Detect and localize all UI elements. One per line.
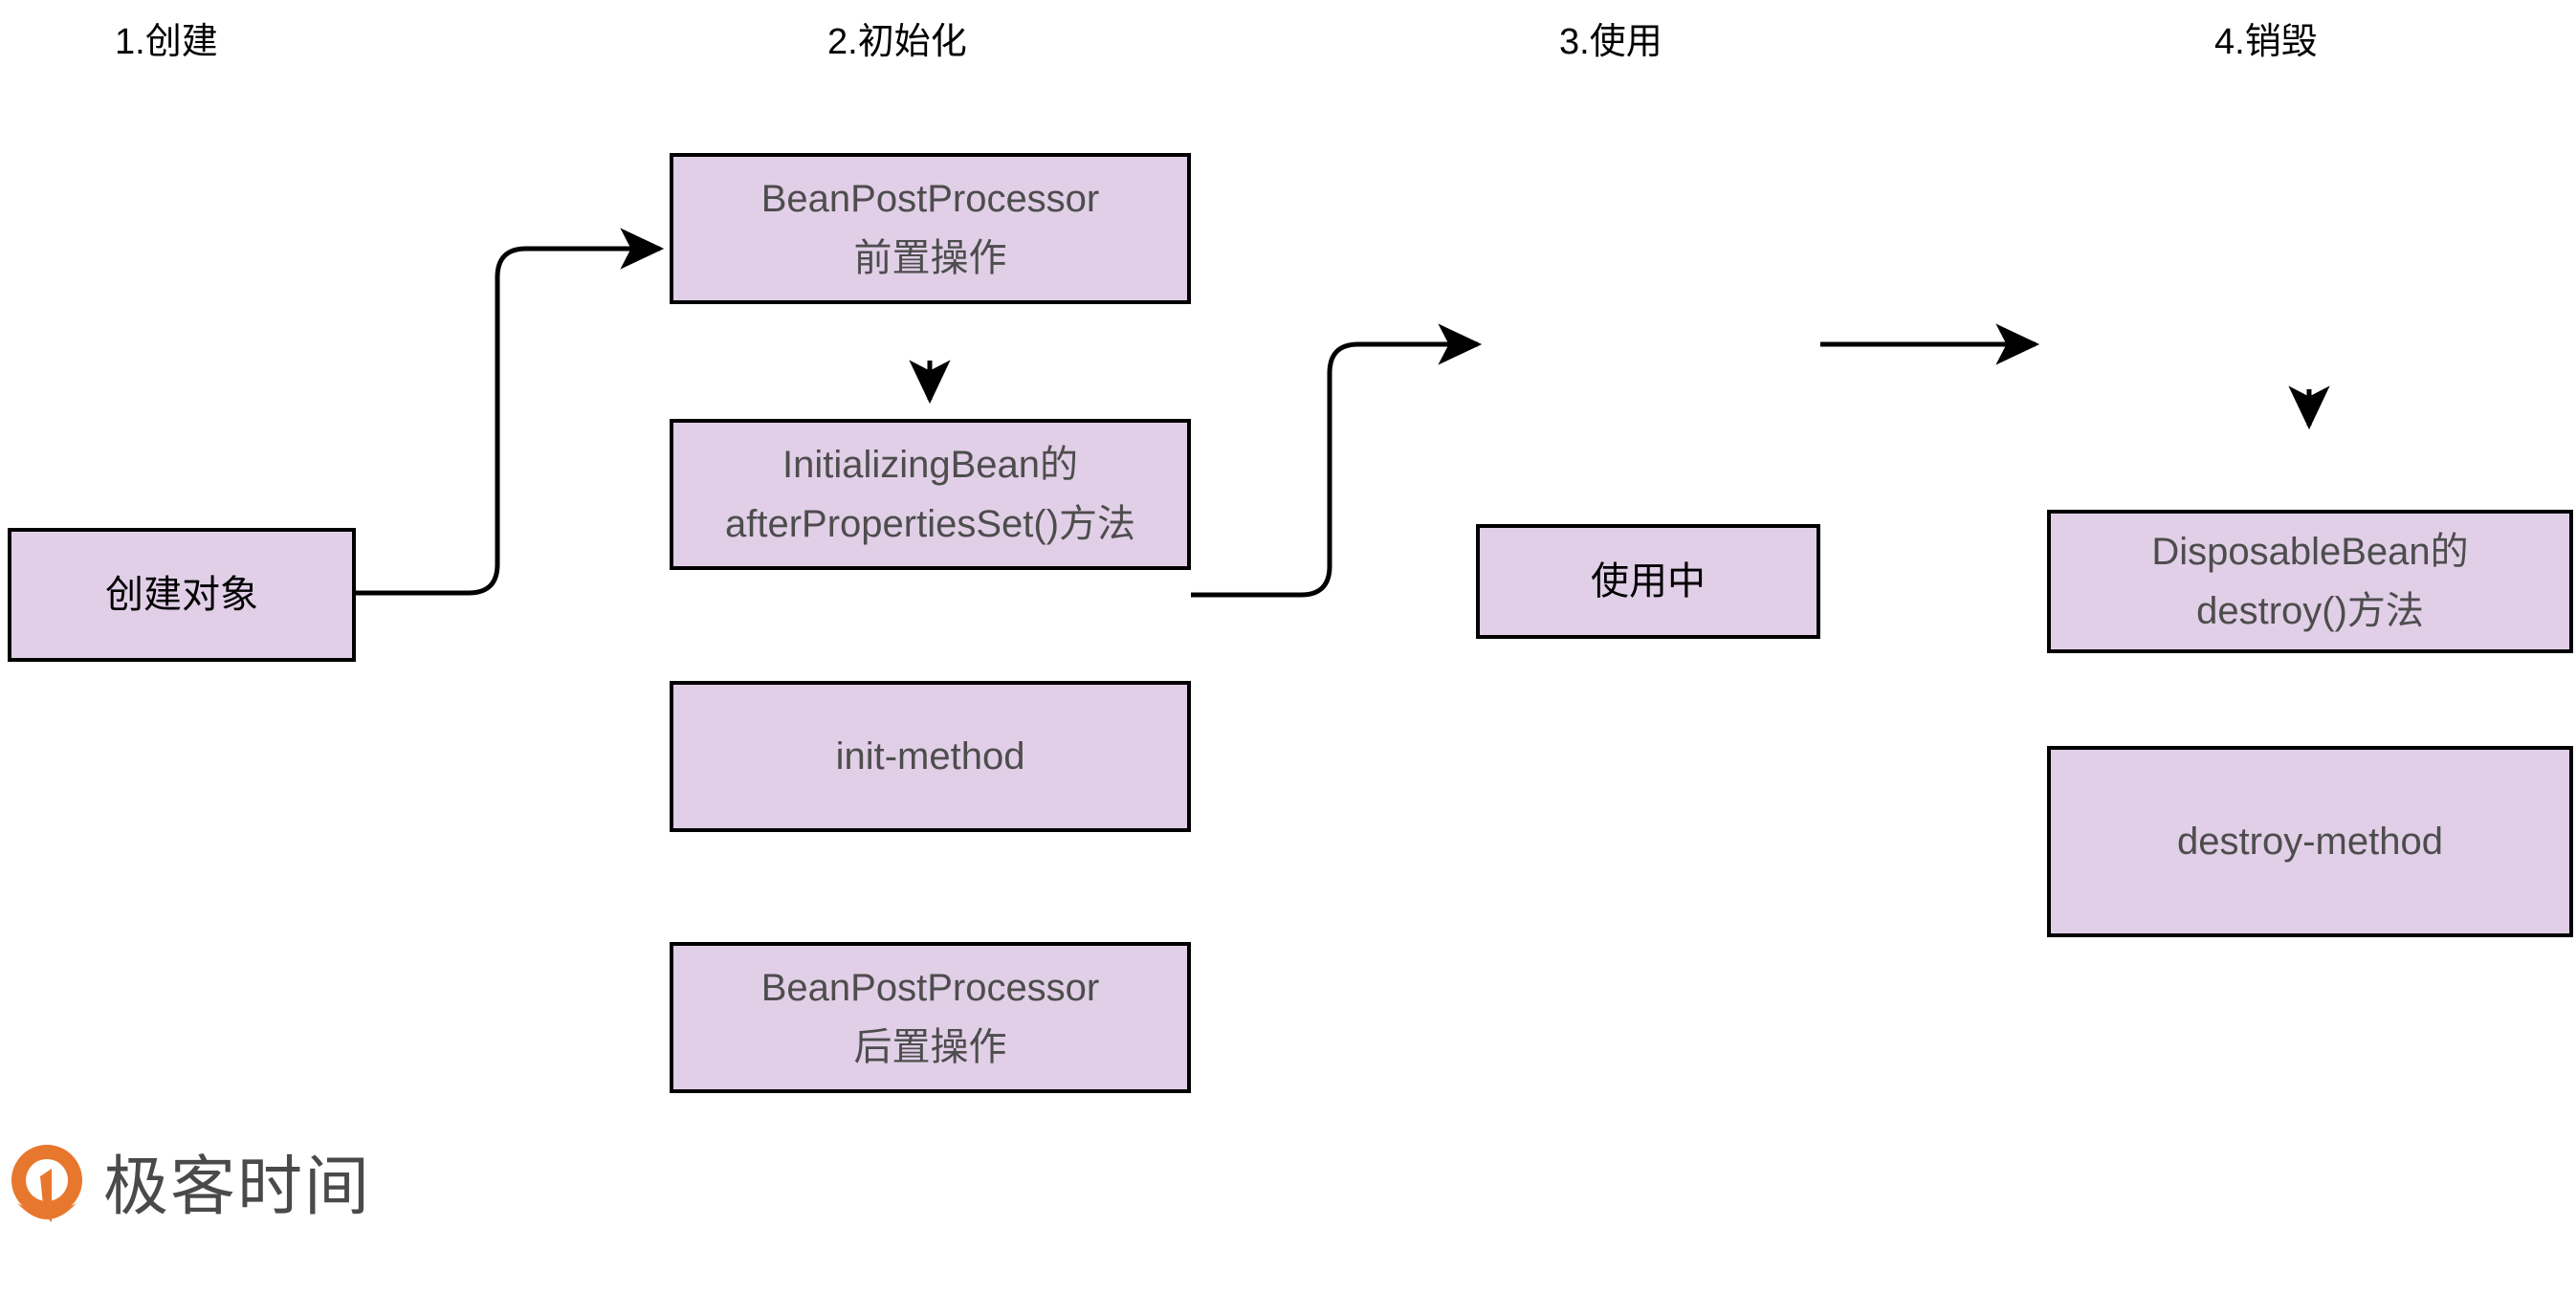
edge-create-to-bpp-before bbox=[356, 228, 665, 596]
node-in-use-line-1: 使用中 bbox=[1591, 560, 1706, 603]
brand-logo: 极客时间 bbox=[8, 1144, 371, 1230]
phase-label-destroy: 4.销毁 bbox=[2214, 22, 2318, 62]
geektime-pin-icon bbox=[11, 1145, 82, 1222]
node-create-object-line-1: 创建对象 bbox=[105, 574, 258, 616]
node-initializing-bean-line-2: afterPropertiesSet()方法 bbox=[724, 503, 1136, 545]
node-disposable-bean[interactable]: DisposableBean的 destroy()方法 bbox=[2047, 510, 2573, 653]
logo-text: 极客时间 bbox=[103, 1151, 372, 1223]
edge-bpp-after-to-in-use bbox=[1191, 323, 1483, 598]
node-disposable-bean-line-2: destroy()方法 bbox=[2196, 590, 2424, 632]
node-disposable-bean-line-1: DisposableBean的 bbox=[2151, 531, 2469, 573]
node-in-use[interactable]: 使用中 bbox=[1476, 524, 1820, 639]
phase-label-use: 3.使用 bbox=[1559, 22, 1662, 62]
node-destroy-method[interactable]: destroy-method bbox=[2047, 746, 2573, 937]
node-init-method-line-1: init-method bbox=[835, 735, 1025, 778]
node-bpp-after-line-1: BeanPostProcessor bbox=[760, 967, 1100, 1009]
phase-label-initialize: 2.初始化 bbox=[827, 22, 967, 62]
node-init-method[interactable]: init-method bbox=[670, 681, 1191, 832]
node-initializing-bean[interactable]: InitializingBean的 afterPropertiesSet()方法 bbox=[670, 419, 1191, 570]
node-bpp-before-line-2: 前置操作 bbox=[853, 237, 1007, 279]
node-bpp-before[interactable]: BeanPostProcessor 前置操作 bbox=[670, 153, 1191, 304]
node-bpp-after-line-2: 后置操作 bbox=[853, 1026, 1007, 1068]
node-initializing-bean-line-1: InitializingBean的 bbox=[782, 444, 1079, 486]
node-bpp-after[interactable]: BeanPostProcessor 后置操作 bbox=[670, 942, 1191, 1093]
node-destroy-method-line-1: destroy-method bbox=[2177, 821, 2443, 863]
phase-label-create: 1.创建 bbox=[115, 22, 218, 62]
node-bpp-before-line-1: BeanPostProcessor bbox=[760, 178, 1100, 220]
node-create-object[interactable]: 创建对象 bbox=[8, 528, 356, 662]
